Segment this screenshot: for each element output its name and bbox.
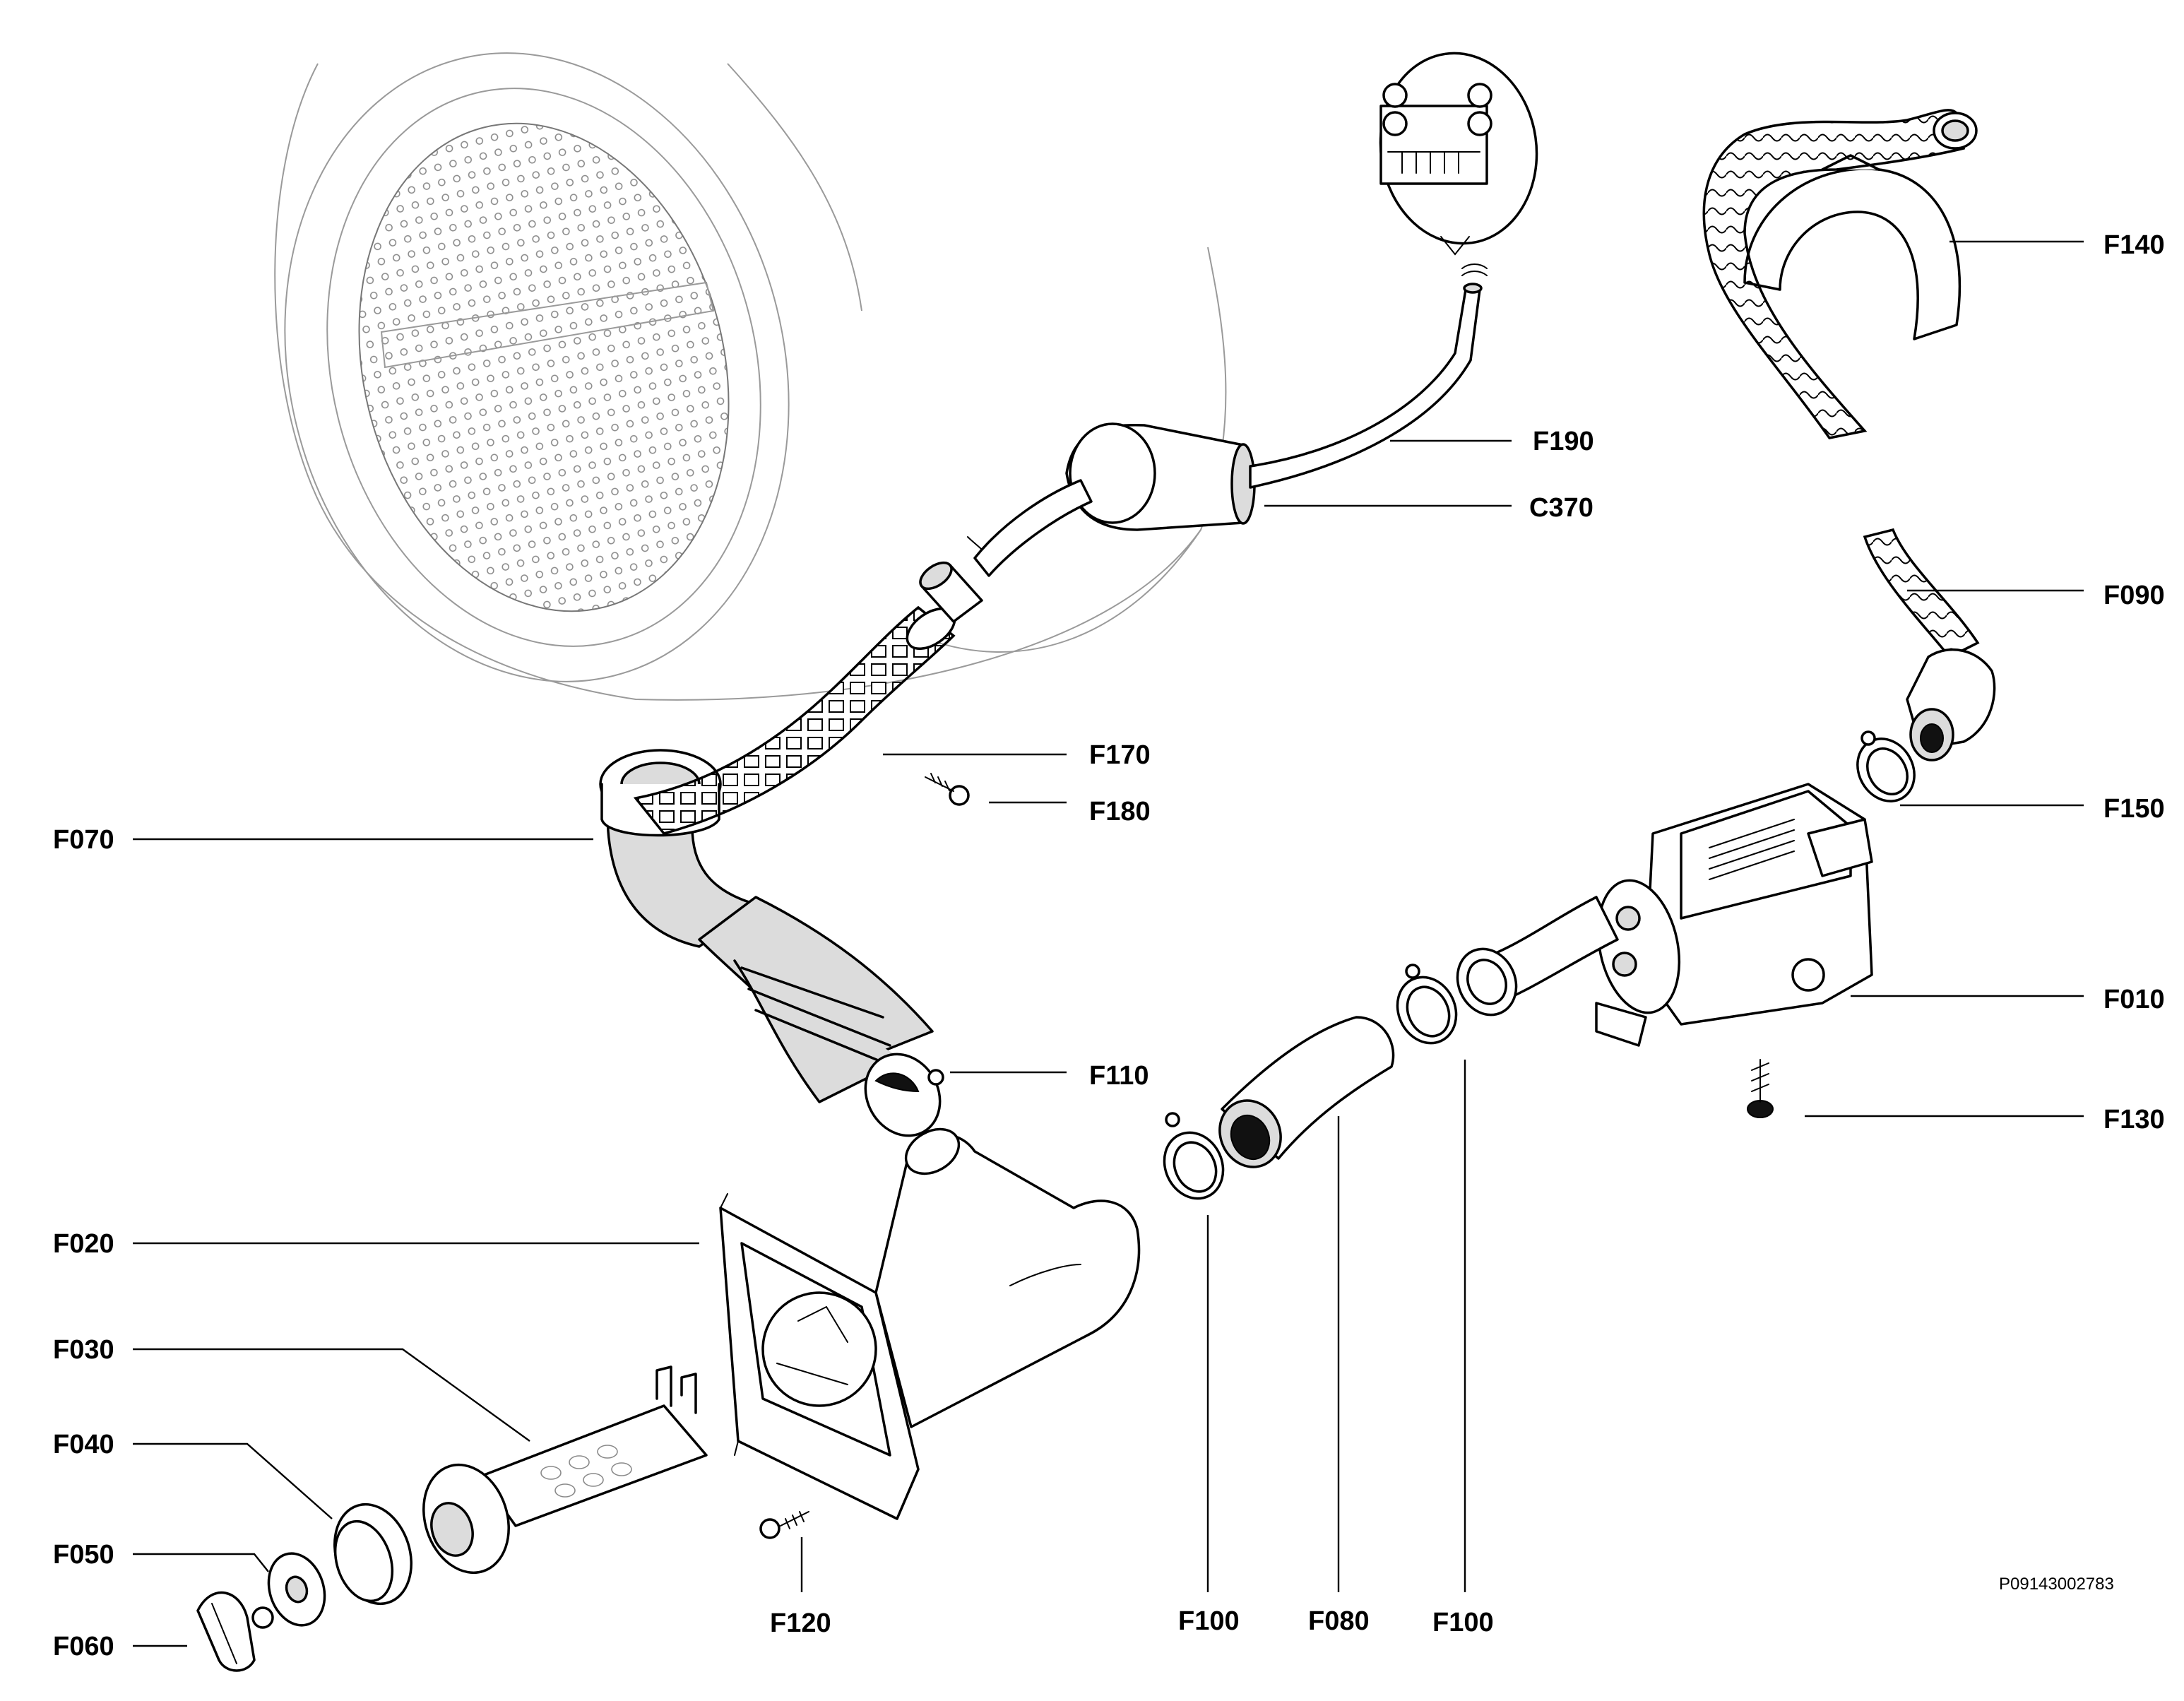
label-f080: F080	[1308, 1606, 1370, 1636]
label-f110: F110	[1089, 1061, 1149, 1091]
connecting-hose-f080	[1218, 1016, 1395, 1168]
label-f140: F140	[2103, 230, 2165, 260]
corrugated-hose-f090	[1702, 109, 1996, 761]
label-f190: F190	[1533, 427, 1594, 456]
screw-f130	[1747, 1059, 1774, 1118]
drain-pump-f010	[1456, 783, 1873, 1047]
screw-f180	[925, 773, 970, 806]
label-f100-right: F100	[1432, 1608, 1494, 1637]
screw-f120	[759, 1511, 809, 1539]
label-f180: F180	[1089, 797, 1151, 826]
label-f070: F070	[53, 825, 114, 855]
washer-f050	[267, 1552, 326, 1627]
seal-ring-f040	[333, 1503, 413, 1606]
pump-housing-f020	[719, 1127, 1141, 1520]
knob-f060	[196, 1591, 274, 1672]
label-f120: F120	[770, 1608, 831, 1638]
hose-fitting	[919, 536, 990, 623]
pressure-hose-f190	[1249, 263, 1488, 489]
filter-insert-f030	[422, 1365, 708, 1575]
label-f010: F010	[2103, 985, 2165, 1014]
label-f050: F050	[53, 1540, 114, 1570]
label-f150: F150	[2103, 794, 2165, 824]
pressure-chamber-c370	[973, 422, 1256, 577]
label-f040: F040	[53, 1430, 114, 1459]
pressure-switch	[1379, 52, 1538, 256]
grille-hose-f170	[633, 605, 956, 835]
label-c370: C370	[1529, 493, 1594, 523]
hose-support-f140	[1743, 154, 1962, 340]
clamp-f110	[864, 1053, 944, 1137]
label-f030: F030	[53, 1335, 114, 1365]
label-f100-left: F100	[1178, 1606, 1240, 1636]
clamp-f150	[1856, 730, 1916, 802]
leader-lines	[133, 240, 2084, 1647]
label-f060: F060	[53, 1632, 114, 1661]
clamp-f100-right	[1396, 964, 1458, 1045]
label-f170: F170	[1089, 740, 1151, 770]
label-f020: F020	[53, 1229, 114, 1259]
label-f130: F130	[2103, 1105, 2165, 1134]
label-f090: F090	[2103, 581, 2165, 610]
drum-outline	[274, 52, 1227, 701]
reference-code: P09143002783	[1999, 1575, 2114, 1594]
clamp-f100-left	[1163, 1112, 1225, 1200]
part-labels: F070 F020 F030 F040 F050 F060 F120 F170 …	[53, 230, 2165, 1661]
